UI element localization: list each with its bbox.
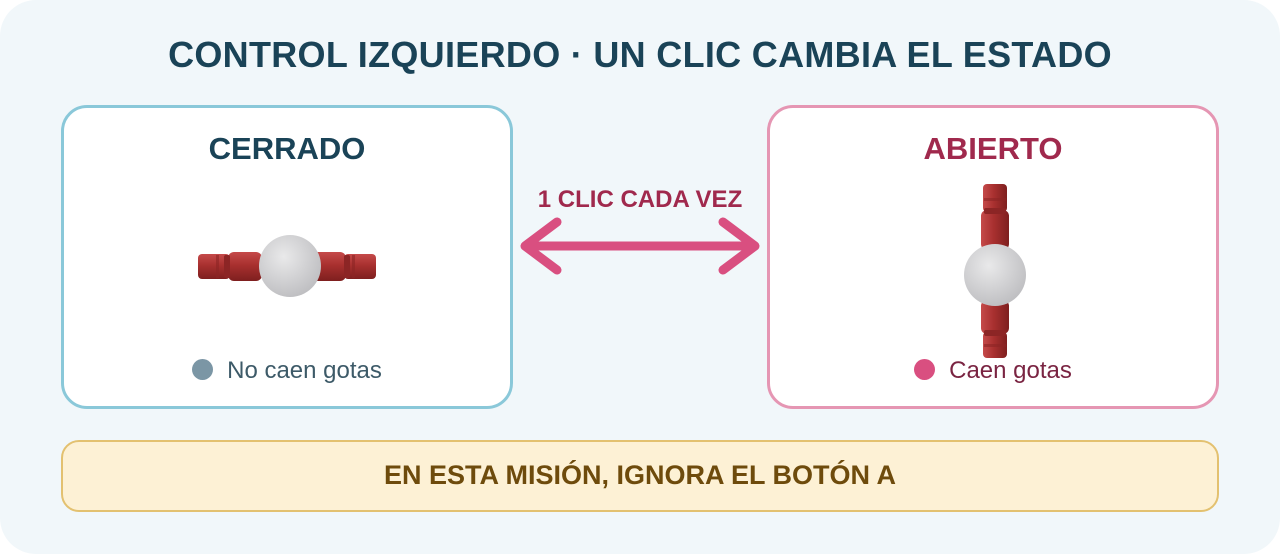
page-title: CONTROL IZQUIERDO · UN CLIC CAMBIA EL ES… — [168, 34, 1112, 75]
status-text-closed: No caen gotas — [227, 357, 382, 384]
state-title-closed: CERRADO — [208, 131, 366, 166]
double-arrow-icon — [520, 217, 760, 275]
status-dot-open — [914, 359, 936, 380]
state-card-open: ABIERTO Cae — [767, 105, 1219, 409]
valve-open-icon — [964, 184, 1026, 358]
status-dot-closed — [192, 359, 214, 380]
toggle-label: 1 CLIC CADA VEZ — [537, 186, 743, 213]
status-open: Caen gotas — [770, 357, 1216, 385]
state-title-open: ABIERTO — [923, 131, 1063, 166]
valve-closed-icon — [198, 235, 376, 297]
status-text-open: Caen gotas — [949, 357, 1072, 384]
state-card-closed: CERRADO No — [61, 105, 513, 409]
status-closed: No caen gotas — [64, 357, 510, 385]
instruction-banner: EN ESTA MISIÓN, IGNORA EL BOTÓN A — [61, 440, 1219, 512]
